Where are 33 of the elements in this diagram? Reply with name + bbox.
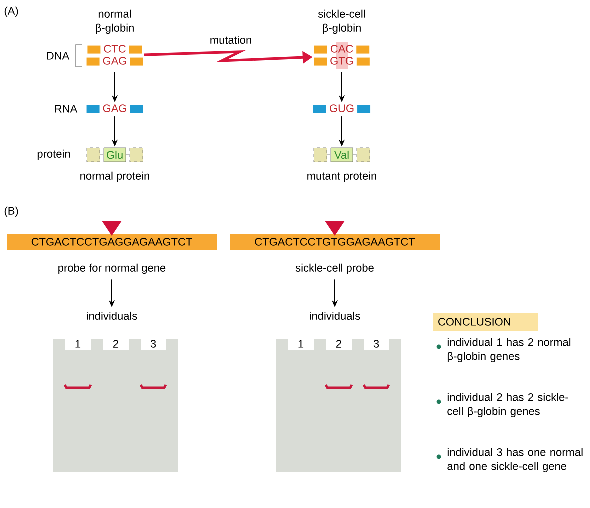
heading-band: CONCLUSION [433, 313, 538, 331]
conclusion-text: individual 3 has one normal and one sickle-cell gene [448, 448, 583, 472]
lane-number: 3 [150, 340, 156, 348]
amino-acid-box: Val [330, 148, 354, 162]
probe-bar: CTGACTCCTGAGGAGAAGTCT [7, 234, 217, 250]
amino-acid-box: Glu [104, 148, 126, 162]
group-label: individuals [87, 312, 138, 320]
lane-number: 2 [114, 340, 119, 348]
node-label: GAG [103, 104, 126, 112]
conclusion-text: individual 1 has 2 normal β-globin genes [448, 338, 571, 362]
panel-label: (A) [4, 6, 18, 18]
node-label: GUG [330, 104, 354, 112]
lane-number: 2 [336, 340, 342, 348]
gene-label: sickle-cell β-globin [318, 10, 366, 34]
node-label: sickle-cell probe [296, 264, 374, 274]
node-label: normal protein [80, 172, 150, 182]
rna-strand: GUG [313, 104, 371, 114]
probe-bar: CTGACTCCTGTGGAGAAGTCT [230, 234, 440, 250]
lane-number: 3 [374, 340, 380, 348]
edge-label: mutation [208, 34, 254, 46]
dna-strand: CTC GAG [86, 45, 144, 66]
conclusion-text: individual 2 has 2 sickle-cell β-globin genes [448, 393, 568, 418]
panel-label: (B) [4, 206, 18, 218]
strand-label: DNA [47, 52, 70, 60]
rna-strand: GAG [86, 104, 144, 114]
dna-strand: CAC GTG [314, 45, 370, 66]
node-label: probe for normal gene [58, 264, 166, 274]
lane-number: 1 [298, 340, 304, 348]
lane-number: 1 [76, 340, 81, 348]
group-label: individuals [310, 312, 360, 320]
node-label: mutant protein [308, 172, 376, 182]
gene-label: normal β-globin [96, 10, 134, 34]
strand-label: protein [38, 150, 70, 160]
